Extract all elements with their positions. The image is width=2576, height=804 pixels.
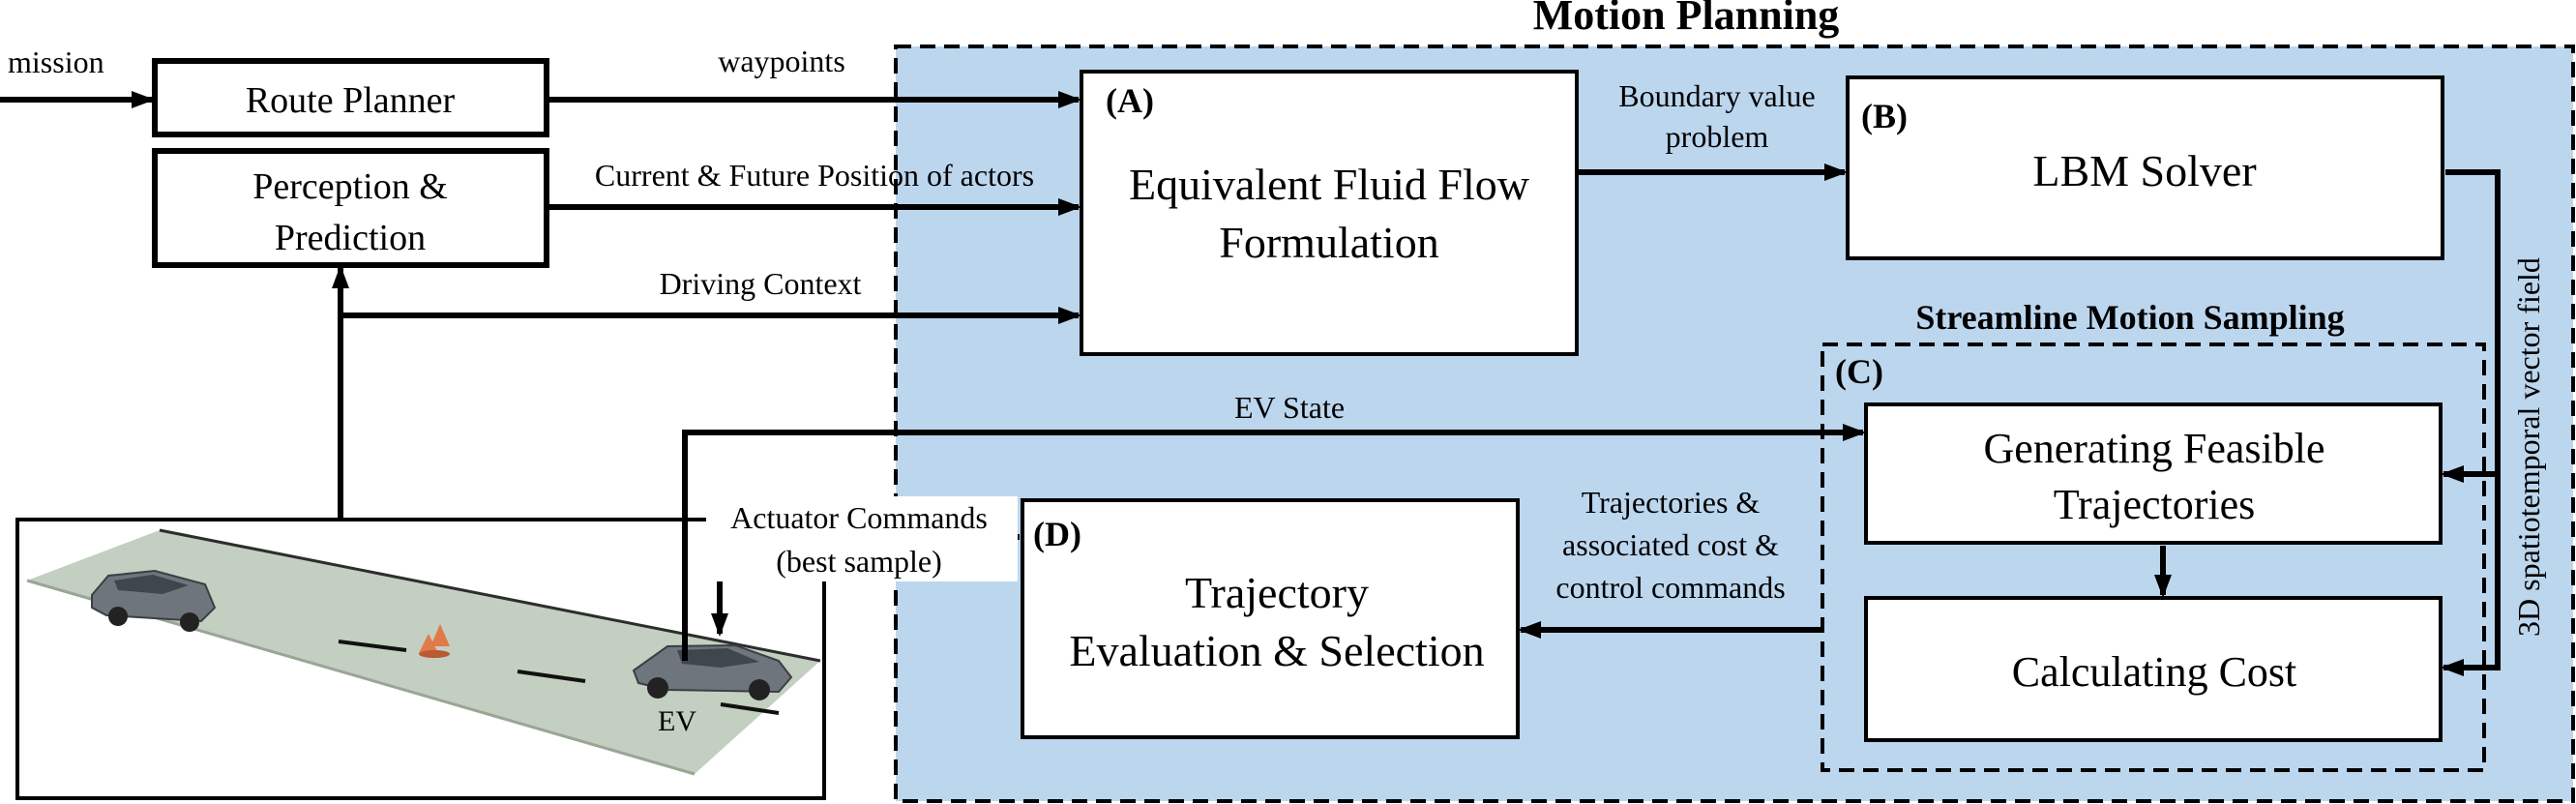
actuator-label-line1: Actuator Commands [730, 500, 988, 535]
perception-prediction-box [152, 148, 549, 268]
vector-field-line [2445, 169, 2501, 668]
lbm-solver-tag: (B) [1861, 97, 1908, 135]
perception-label-line1: Perception & [252, 166, 448, 207]
fluid-flow-label-line1: Equivalent Fluid Flow [1129, 160, 1530, 209]
calculating-cost-label: Calculating Cost [2012, 648, 2297, 696]
road-edge-top [159, 528, 821, 663]
trajectories-label-line1: Trajectories & [1582, 485, 1761, 520]
lane-dash [517, 670, 586, 683]
evaluation-label-line2: Evaluation & Selection [1069, 626, 1484, 675]
evaluation-box [1021, 498, 1520, 739]
fluid-flow-tag: (A) [1106, 81, 1154, 120]
ev-state-label: EV State [1234, 390, 1345, 425]
fluid-flow-label-line2: Formulation [1219, 218, 1438, 267]
lead-vehicle [91, 569, 217, 632]
ev-label: EV [658, 705, 696, 737]
lane-dash [338, 640, 407, 652]
traffic-cones [419, 624, 450, 658]
fluid-flow-box [1080, 70, 1579, 356]
generating-label-line1: Generating Feasible [1983, 425, 2324, 472]
motion-planning-title: Motion Planning [1533, 0, 1840, 39]
evaluation-label-line1: Trajectory [1185, 568, 1369, 617]
trajectories-label-line3: control commands [1555, 570, 1785, 605]
perception-label-line2: Prediction [275, 218, 426, 258]
route-planner-box [152, 58, 549, 137]
evaluation-tag: (D) [1033, 515, 1081, 553]
lane-dash [720, 702, 780, 715]
boundary-value-label-line2: problem [1666, 119, 1769, 154]
actuator-label-bg [706, 496, 1018, 581]
lbm-solver-box [1846, 75, 2444, 260]
route-planner-label: Route Planner [246, 80, 456, 121]
boundary-value-label-line1: Boundary value [1618, 78, 1816, 113]
generating-trajectories-box [1864, 402, 2443, 545]
ego-vehicle [632, 643, 793, 700]
actuator-label-line2: (best sample) [776, 544, 942, 579]
calculating-cost-box [1864, 596, 2443, 742]
waypoints-label: waypoints [718, 44, 845, 78]
sampling-tag: (C) [1835, 352, 1883, 391]
ev-state-line [682, 424, 1866, 661]
driving-context-label: Driving Context [660, 266, 862, 301]
lbm-solver-label: LBM Solver [2032, 146, 2256, 195]
generating-label-line2: Trajectories [2054, 481, 2256, 528]
streamline-sampling-title: Streamline Motion Sampling [1915, 298, 2344, 337]
actors-label: Current & Future Position of actors [595, 158, 1034, 193]
vector-field-label: 3D spatiotemporal vector field [2511, 257, 2546, 637]
mission-label: mission [8, 45, 104, 79]
streamline-sampling-panel [1821, 342, 2486, 772]
driving-scene: EV [15, 518, 826, 800]
trajectories-label-line2: associated cost & [1562, 527, 1779, 562]
